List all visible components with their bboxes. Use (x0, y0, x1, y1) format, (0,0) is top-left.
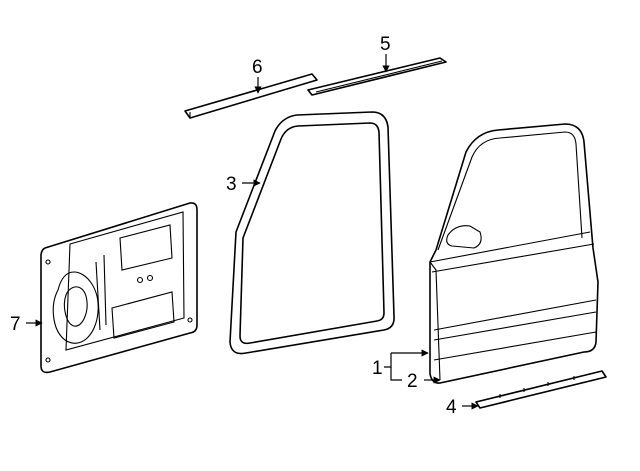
part-4-lower-molding (475, 370, 607, 409)
callout-4: 4 (446, 397, 457, 418)
callout-3: 3 (226, 174, 237, 195)
leader-lines (26, 54, 479, 410)
part-3-door-seal (229, 111, 395, 355)
callout-6: 6 (252, 57, 263, 78)
part-6-belt-molding (184, 73, 318, 119)
callout-7: 7 (10, 314, 21, 335)
part-7-door-inner-panel (40, 202, 198, 374)
callout-1: 1 (372, 358, 383, 379)
callout-2: 2 (407, 371, 418, 392)
part-5-weatherstrip (307, 57, 447, 96)
callout-5: 5 (380, 34, 391, 55)
part-1-door-shell (429, 123, 599, 384)
